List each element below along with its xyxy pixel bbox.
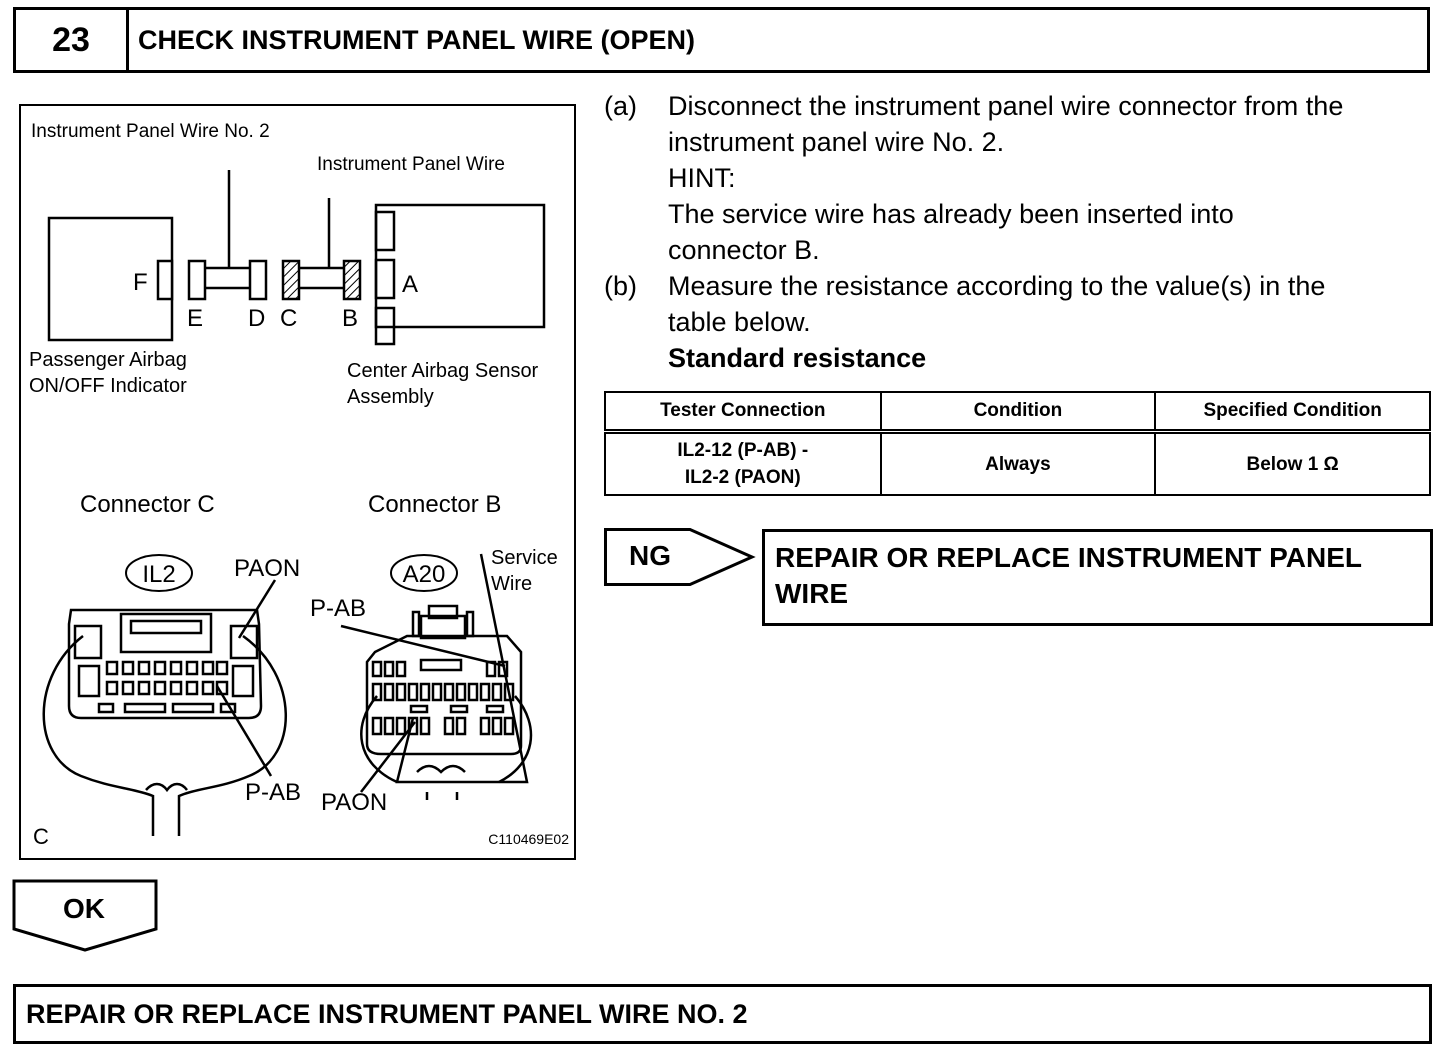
ng-action-line-1: REPAIR OR REPLACE INSTRUMENT PANEL	[775, 542, 1362, 573]
step-a-line: The service wire has already been insert…	[668, 199, 1234, 229]
label-connector-b: Connector B	[368, 491, 501, 518]
ng-label: NG	[629, 540, 671, 571]
connector-b-pins	[371, 660, 515, 736]
final-action-box: REPAIR OR REPLACE INSTRUMENT PANEL WIRE …	[13, 984, 1432, 1044]
label-pab-top: P-AB	[310, 595, 366, 622]
label-passenger-airbag-1: Passenger Airbag	[29, 349, 187, 371]
ng-arrow-icon: NG	[604, 528, 756, 586]
col-specified-condition: Specified Condition	[1154, 391, 1431, 434]
label-passenger-airbag-2: ON/OFF Indicator	[29, 375, 187, 397]
label-il2: IL2	[142, 561, 175, 588]
label-ip-wire-no2: Instrument Panel Wire No. 2	[31, 121, 270, 142]
wiring-figure: Instrument Panel Wire No. 2 Instrument P…	[19, 104, 576, 860]
label-paon-top: PAON	[234, 555, 300, 582]
step-b: (b) Measure the resistance according to …	[604, 268, 1434, 376]
col-condition: Condition	[879, 391, 1157, 434]
label-figure-code: C110469E02	[488, 831, 569, 847]
label-center-sensor-1: Center Airbag Sensor	[347, 360, 539, 382]
label-ip-wire: Instrument Panel Wire	[317, 154, 505, 175]
ng-action-line-2: WIRE	[775, 578, 849, 609]
label-pab-bottom: P-AB	[245, 779, 301, 806]
label-center-sensor-2: Assembly	[347, 386, 434, 408]
step-a-line: instrument panel wire No. 2.	[668, 127, 1005, 157]
ok-label: OK	[63, 893, 105, 924]
label-conn-d: D	[248, 305, 265, 332]
label-connector-c: Connector C	[80, 491, 215, 518]
ng-action-box: REPAIR OR REPLACE INSTRUMENT PANEL WIRE	[762, 529, 1433, 626]
cell-specified-condition: Below 1 Ω	[1154, 430, 1431, 496]
label-conn-e: E	[187, 305, 203, 332]
step-a-line: connector B.	[668, 235, 820, 265]
step-b-label: (b)	[604, 271, 637, 301]
step-a-label: (a)	[604, 91, 637, 121]
step-b-line: table below.	[668, 307, 811, 337]
label-conn-c: C	[280, 305, 297, 332]
step-a-hint: HINT:	[668, 163, 736, 193]
label-paon-bottom: PAON	[321, 789, 387, 816]
label-a20: A20	[403, 561, 446, 588]
cell-condition: Always	[879, 430, 1157, 496]
tester-line-2: IL2-2 (PAON)	[684, 467, 801, 488]
wiring-diagram: Instrument Panel Wire No. 2 Instrument P…	[29, 121, 569, 849]
col-tester-connection: Tester Connection	[604, 391, 882, 434]
label-service-wire-1: Service	[491, 547, 558, 569]
center-airbag-sensor-box	[374, 203, 546, 329]
cell-tester-connection: IL2-12 (P-AB) - IL2-2 (PAON)	[604, 430, 882, 496]
ok-arrow-icon: OK	[12, 879, 158, 952]
tester-line-1: IL2-12 (P-AB) -	[677, 440, 809, 461]
resistance-table: Tester Connection Condition Specified Co…	[604, 391, 1431, 496]
step-b-line: Measure the resistance according to the …	[668, 271, 1326, 301]
step-a: (a) Disconnect the instrument panel wire…	[604, 88, 1434, 268]
label-service-wire-2: Wire	[491, 573, 532, 595]
procedure-steps: (a) Disconnect the instrument panel wire…	[604, 88, 1434, 376]
step-number: 23	[16, 10, 129, 70]
step-title: CHECK INSTRUMENT PANEL WIRE (OPEN)	[138, 25, 696, 55]
passenger-airbag-indicator-box	[47, 216, 174, 342]
connector-c-pins	[105, 660, 229, 696]
label-conn-b: B	[342, 305, 358, 332]
label-conn-a: A	[402, 271, 418, 298]
label-conn-f: F	[133, 269, 148, 296]
label-corner: C	[33, 824, 49, 849]
table-row: IL2-12 (P-AB) - IL2-2 (PAON) Always Belo…	[604, 430, 1431, 496]
step-a-line: Disconnect the instrument panel wire con…	[668, 91, 1344, 121]
standard-resistance-heading: Standard resistance	[668, 343, 927, 373]
step-header: 23 CHECK INSTRUMENT PANEL WIRE (OPEN)	[13, 7, 1430, 73]
